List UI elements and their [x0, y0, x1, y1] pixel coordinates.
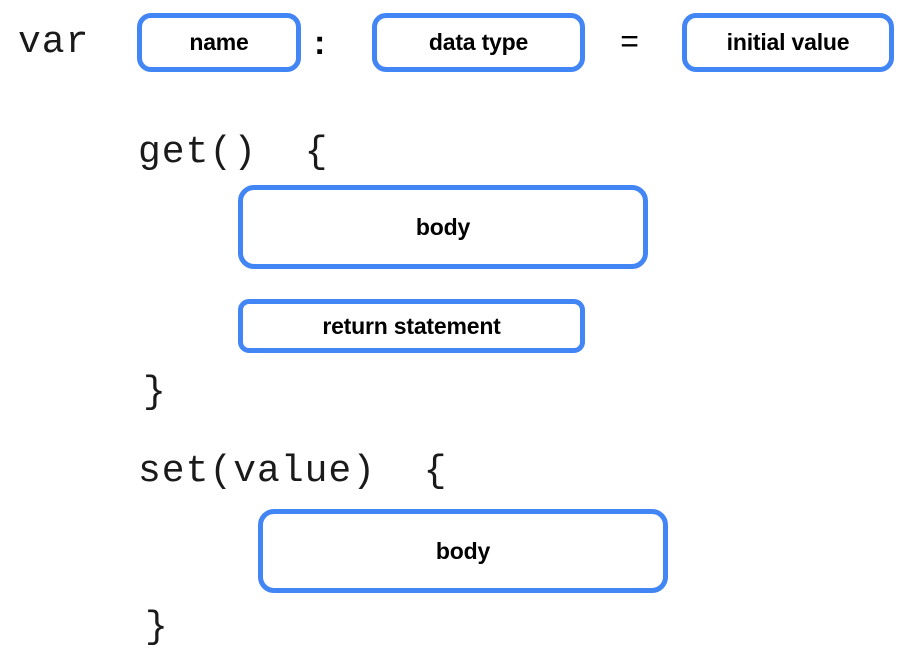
getter-body-placeholder-box[interactable]: body: [238, 185, 648, 269]
name-placeholder-box[interactable]: name: [137, 13, 301, 72]
getter-header: get() {: [138, 131, 329, 174]
setter-closing-brace: }: [145, 606, 168, 649]
var-keyword: var: [18, 21, 90, 64]
initial-value-placeholder-box[interactable]: initial value: [682, 13, 894, 72]
setter-body-placeholder-box[interactable]: body: [258, 509, 668, 593]
setter-header: set(value) {: [138, 450, 448, 493]
colon-separator: :: [314, 24, 326, 62]
getter-closing-brace: }: [143, 371, 166, 414]
equals-operator: =: [620, 25, 640, 62]
data-type-placeholder-box[interactable]: data type: [372, 13, 585, 72]
return-statement-placeholder-box[interactable]: return statement: [238, 299, 585, 353]
